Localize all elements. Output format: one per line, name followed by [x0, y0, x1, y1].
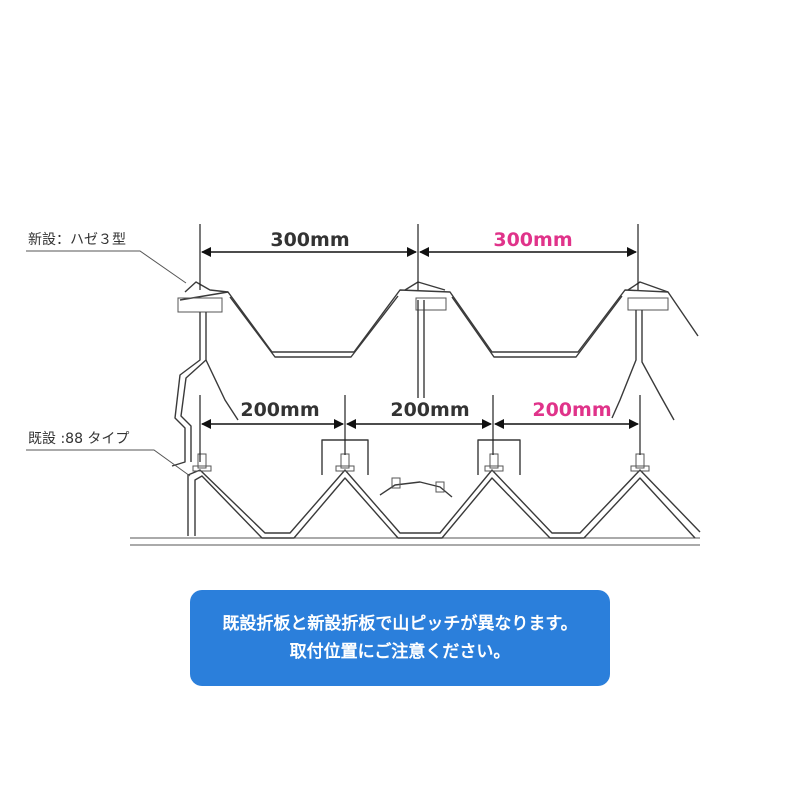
- upper-dim-label-1: 300mm: [270, 229, 349, 251]
- new-roof-leader: [26, 250, 187, 284]
- upper-dim-label-2: 300mm: [493, 229, 572, 251]
- notice-line-2: 取付位置にご注意ください。: [289, 642, 511, 662]
- lower-dim-label-1: 200mm: [240, 399, 319, 421]
- notice-box: 既設折板と新設折板で山ピッチが異なります。 取付位置にご注意ください。: [190, 590, 610, 686]
- old-roof-leader: [26, 449, 191, 477]
- old-roof-label: 既設 :88 タイプ: [28, 431, 129, 447]
- lower-dim-label-2: 200mm: [390, 399, 469, 421]
- existing-roof-profile: [187, 439, 701, 539]
- existing-bolts: [192, 453, 650, 472]
- lower-dim-label-3: 200mm: [532, 399, 611, 421]
- new-roof-label: 新設：ハゼ３型: [28, 232, 126, 248]
- extension-lines: [199, 224, 641, 462]
- new-roof-profile: [171, 281, 699, 467]
- notice-line-1: 既設折板と新設折板で山ピッチが異なります。: [222, 614, 578, 634]
